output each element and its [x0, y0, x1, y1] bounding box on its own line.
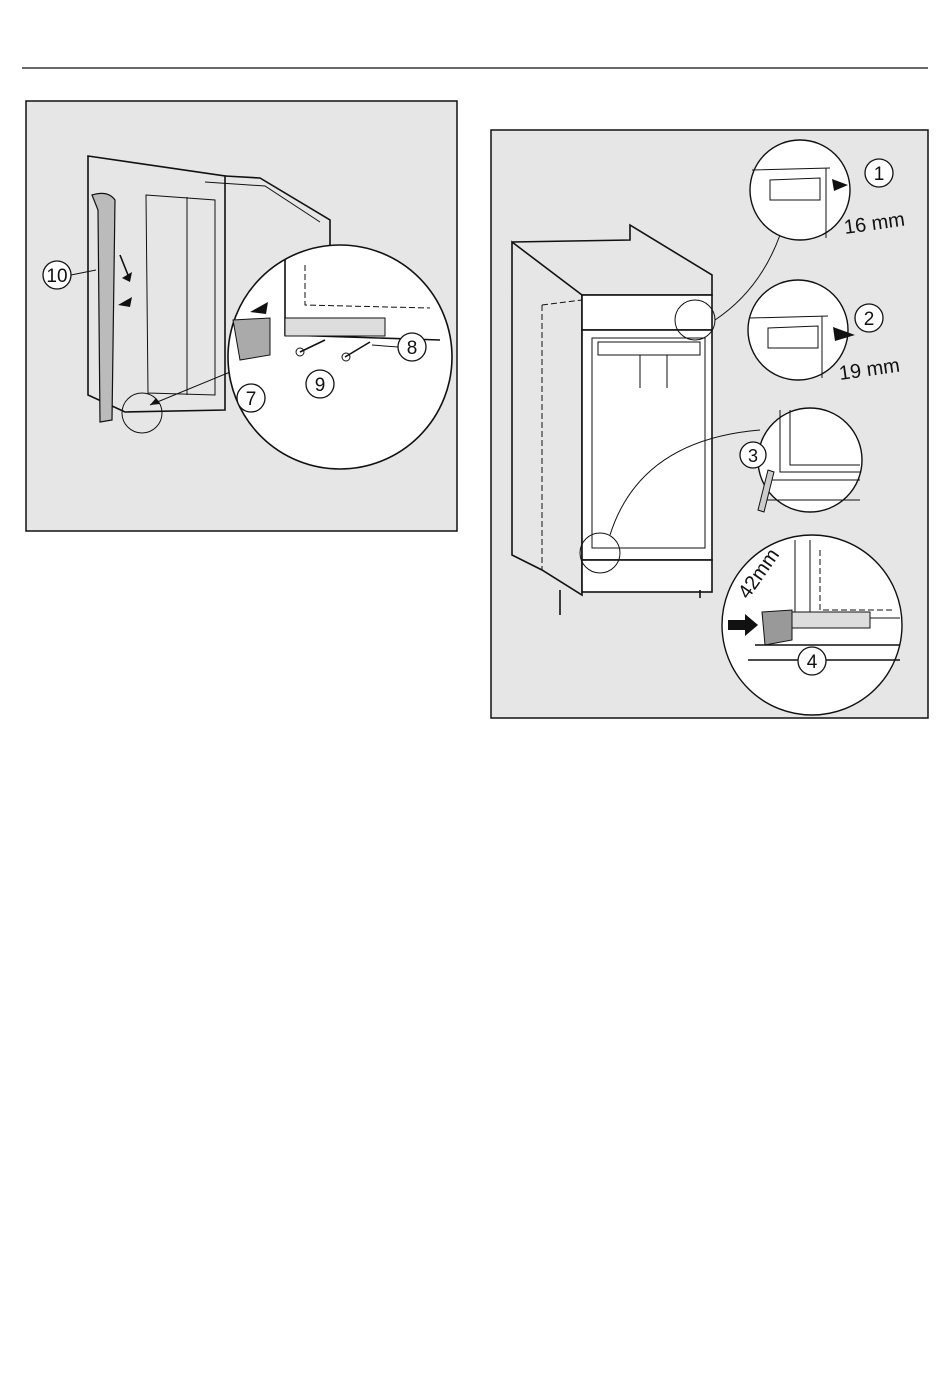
door-seal-strip: [91, 192, 116, 423]
appliance-in-cabinet: [511, 223, 781, 615]
callout-label: 9: [315, 375, 326, 396]
callout-label: 1: [874, 164, 885, 185]
detail-marker-circle: [121, 392, 163, 434]
callout-2: 2: [854, 303, 884, 333]
callout-label: 8: [407, 338, 418, 359]
detail-1-hinge: [749, 139, 851, 241]
callout-10: 10: [42, 260, 97, 290]
figure-hinge-adjustment: 1 16 mm 2 19 mm 3 42mm 4: [490, 129, 929, 719]
callout-label: 10: [46, 266, 67, 287]
callout-label: 4: [807, 652, 818, 673]
callout-3: 3: [739, 441, 767, 469]
arrow-down-icon: [119, 254, 129, 276]
wrench-icon: [757, 469, 775, 513]
arrow-icon: [250, 302, 268, 314]
callout-4: 4: [797, 646, 827, 676]
callout-label: 2: [864, 309, 875, 330]
arrow-right-icon: [118, 297, 132, 307]
detail-pointer: [149, 369, 236, 406]
callout-label: 3: [748, 446, 758, 466]
callout-label: 7: [246, 389, 257, 410]
detail-3-door: [757, 407, 863, 513]
hinge-cover: [232, 317, 271, 361]
callout-9: 9: [305, 369, 335, 399]
callout-7: 7: [236, 383, 266, 413]
screw: [299, 339, 326, 353]
detail-magnified-hinge: [227, 244, 453, 470]
appliance-cabinet: [87, 155, 331, 413]
callout-8: 8: [371, 332, 427, 362]
figure-door-seal-installation: 10 7 9 8: [25, 100, 458, 532]
callout-1: 1: [864, 158, 894, 188]
detail-4-hinge-cover: [721, 534, 903, 716]
detail-2-hinge: [747, 279, 855, 381]
arrow-right-icon: [728, 614, 758, 636]
